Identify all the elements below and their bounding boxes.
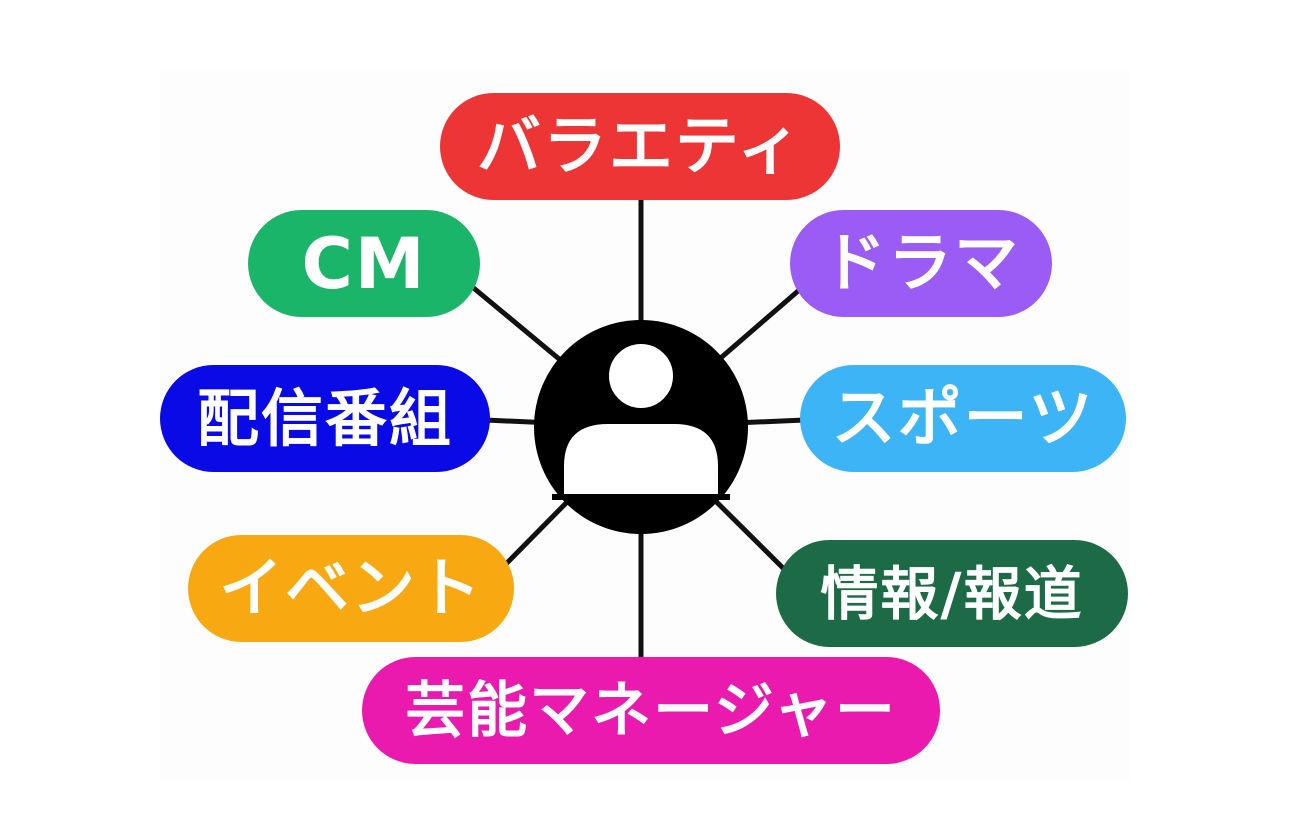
category-drama: ドラマ xyxy=(790,210,1052,317)
category-sports: スポーツ xyxy=(800,365,1126,472)
category-sports-label: スポーツ xyxy=(831,381,1095,456)
category-cm-label: CM xyxy=(301,222,427,305)
category-manager-label: 芸能マネージャー xyxy=(405,675,897,746)
category-event-label: イベント xyxy=(219,551,483,626)
category-news-label: 情報/報道 xyxy=(820,559,1084,628)
category-cm: CM xyxy=(248,210,480,317)
category-event: イベント xyxy=(188,535,514,642)
category-drama-label: ドラマ xyxy=(822,226,1020,301)
user-icon xyxy=(534,320,748,534)
category-streaming: 配信番組 xyxy=(160,365,490,472)
category-variety: バラエティ xyxy=(440,93,840,200)
category-streaming-label: 配信番組 xyxy=(196,381,453,455)
category-news: 情報/報道 xyxy=(776,540,1128,647)
category-manager: 芸能マネージャー xyxy=(362,657,940,764)
category-variety-label: バラエティ xyxy=(476,109,804,184)
